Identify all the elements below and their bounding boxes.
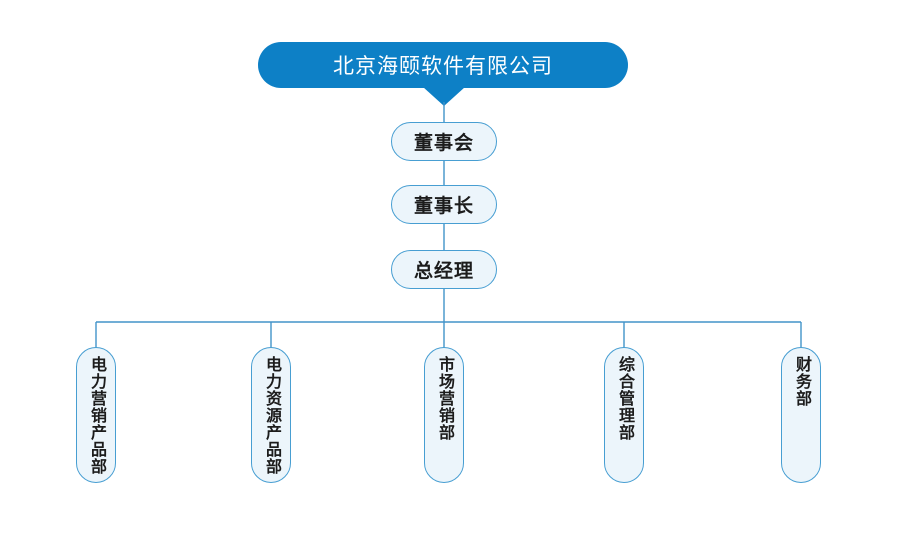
dept-general-management-label: 综合管理部 bbox=[616, 356, 633, 441]
dept-marketing-label: 市场营销部 bbox=[436, 356, 453, 441]
company-name-label: 北京海颐软件有限公司 bbox=[333, 55, 553, 78]
general-manager-label: 总经理 bbox=[413, 261, 474, 282]
node-board-of-directors: 董事会 bbox=[391, 122, 497, 161]
dept-power-marketing-products-label: 电力营销产品部 bbox=[88, 356, 105, 475]
node-dept-power-marketing-products: 电力营销产品部 bbox=[76, 347, 116, 483]
node-dept-marketing: 市场营销部 bbox=[424, 347, 464, 483]
root-pointer-triangle bbox=[423, 87, 465, 106]
node-dept-power-resources-products: 电力资源产品部 bbox=[251, 347, 291, 483]
node-chairman: 董事长 bbox=[391, 185, 497, 224]
chairman-label: 董事长 bbox=[413, 196, 474, 217]
board-of-directors-label: 董事会 bbox=[413, 133, 474, 154]
dept-finance-label: 财务部 bbox=[793, 356, 810, 407]
node-company-root: 北京海颐软件有限公司 bbox=[258, 42, 628, 88]
node-dept-general-management: 综合管理部 bbox=[604, 347, 644, 483]
dept-power-resources-products-label: 电力资源产品部 bbox=[263, 356, 280, 475]
node-general-manager: 总经理 bbox=[391, 250, 497, 289]
node-dept-finance: 财务部 bbox=[781, 347, 821, 483]
